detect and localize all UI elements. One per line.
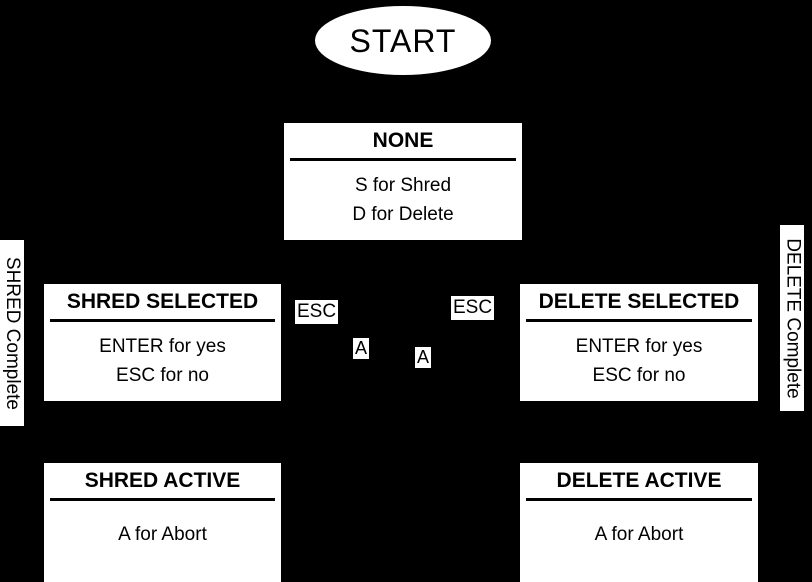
start-label: START [349, 22, 457, 59]
state-title-shred-selected: SHRED SELECTED [50, 284, 275, 322]
state-line-delete-active-0: A for Abort [594, 523, 684, 545]
state-line-shred-selected-1: ESC for no [116, 364, 209, 386]
state-line-shred-selected-0: ENTER for yes [99, 336, 226, 358]
transition-label-delete-abort[interactable]: A [415, 347, 432, 368]
state-node-none[interactable]: NONE S for Shred D for Delete [284, 123, 522, 240]
state-node-shred-selected[interactable]: SHRED SELECTED ENTER for yes ESC for no [44, 284, 281, 401]
state-title-delete-active: DELETE ACTIVE [526, 463, 752, 501]
state-line-delete-selected-1: ESC for no [592, 364, 686, 386]
state-line-none-0: S for Shred [354, 175, 452, 197]
transition-label-delete-complete[interactable]: DELETE Complete [780, 225, 804, 411]
state-node-shred-active[interactable]: SHRED ACTIVE A for Abort [44, 463, 281, 582]
transition-label-shred-complete-text: SHRED Complete [2, 256, 24, 410]
state-body-shred-selected: ENTER for yes ESC for no [44, 322, 281, 401]
state-body-delete-active: A for Abort [520, 501, 758, 582]
state-line-delete-selected-0: ENTER for yes [575, 336, 703, 358]
state-body-delete-selected: ENTER for yes ESC for no [520, 322, 758, 401]
state-line-none-1: D for Delete [352, 203, 454, 225]
transition-label-delete-complete-text: DELETE Complete [782, 237, 804, 399]
state-node-delete-selected[interactable]: DELETE SELECTED ENTER for yes ESC for no [520, 284, 758, 401]
state-title-none: NONE [290, 123, 516, 161]
state-title-delete-selected: DELETE SELECTED [526, 284, 752, 322]
state-title-shred-active: SHRED ACTIVE [50, 463, 275, 501]
transition-label-shred-abort[interactable]: A [353, 338, 370, 359]
transition-label-shred-complete[interactable]: SHRED Complete [0, 240, 24, 426]
state-line-shred-active-0: A for Abort [118, 523, 207, 545]
start-terminator[interactable]: START [315, 6, 491, 75]
transition-label-shred-esc[interactable]: ESC [295, 300, 339, 324]
state-body-none: S for Shred D for Delete [284, 161, 522, 240]
state-body-shred-active: A for Abort [44, 501, 281, 582]
state-node-delete-active[interactable]: DELETE ACTIVE A for Abort [520, 463, 758, 582]
transition-label-delete-esc[interactable]: ESC [451, 296, 495, 320]
